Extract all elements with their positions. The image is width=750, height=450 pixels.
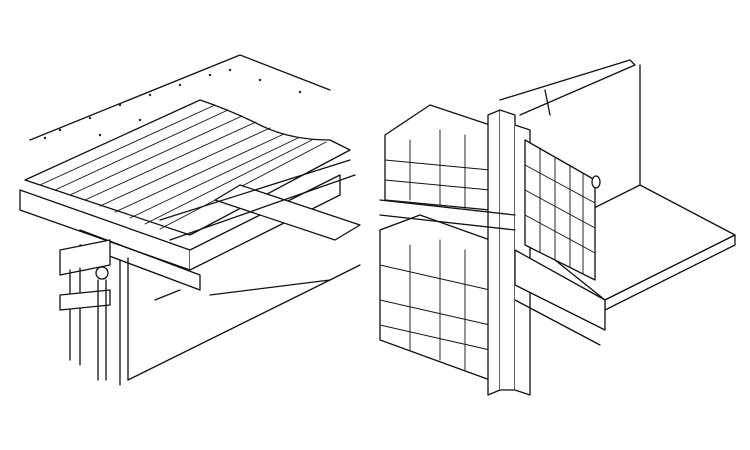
wall-column-detail	[379, 59, 736, 396]
roof-deck-detail	[19, 54, 361, 386]
